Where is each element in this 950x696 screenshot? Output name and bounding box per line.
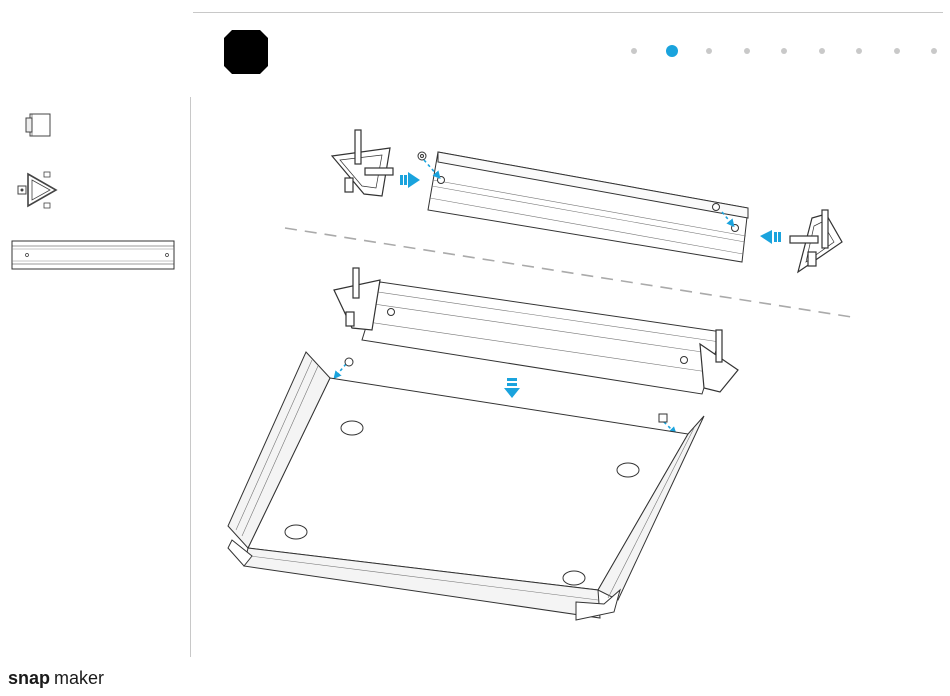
progress-dot-3[interactable]: [706, 48, 712, 54]
progress-dot-5[interactable]: [781, 48, 787, 54]
frame-base: [228, 352, 704, 620]
progress-dot-1[interactable]: [631, 48, 637, 54]
progress-dot-4[interactable]: [744, 48, 750, 54]
progress-dot-6[interactable]: [819, 48, 825, 54]
top-rail-exploded: [428, 152, 748, 262]
snapmaker-logo: snap maker: [8, 666, 108, 690]
step-badge: [224, 30, 268, 74]
progress-dot-8[interactable]: [894, 48, 900, 54]
brand-bold-text: snap: [8, 668, 50, 688]
parts-column-divider: [190, 97, 191, 657]
progress-dot-2[interactable]: [666, 45, 678, 57]
assembly-illustration: [192, 98, 950, 658]
profile-rail-icon: [10, 238, 176, 272]
step-progress-indicator: [620, 45, 940, 57]
progress-dot-9[interactable]: [931, 48, 937, 54]
header-divider: [193, 12, 943, 13]
brand-light-text: maker: [54, 668, 104, 688]
progress-dot-7[interactable]: [856, 48, 862, 54]
connector-cap-icon: [22, 110, 56, 140]
left-bracket-top: [332, 130, 393, 196]
screws-top: [418, 152, 426, 160]
assembled-rail-middle: [334, 268, 738, 394]
right-bracket-top: [790, 210, 842, 272]
triangle-bracket-icon: [14, 168, 62, 212]
step-number: [224, 30, 268, 74]
